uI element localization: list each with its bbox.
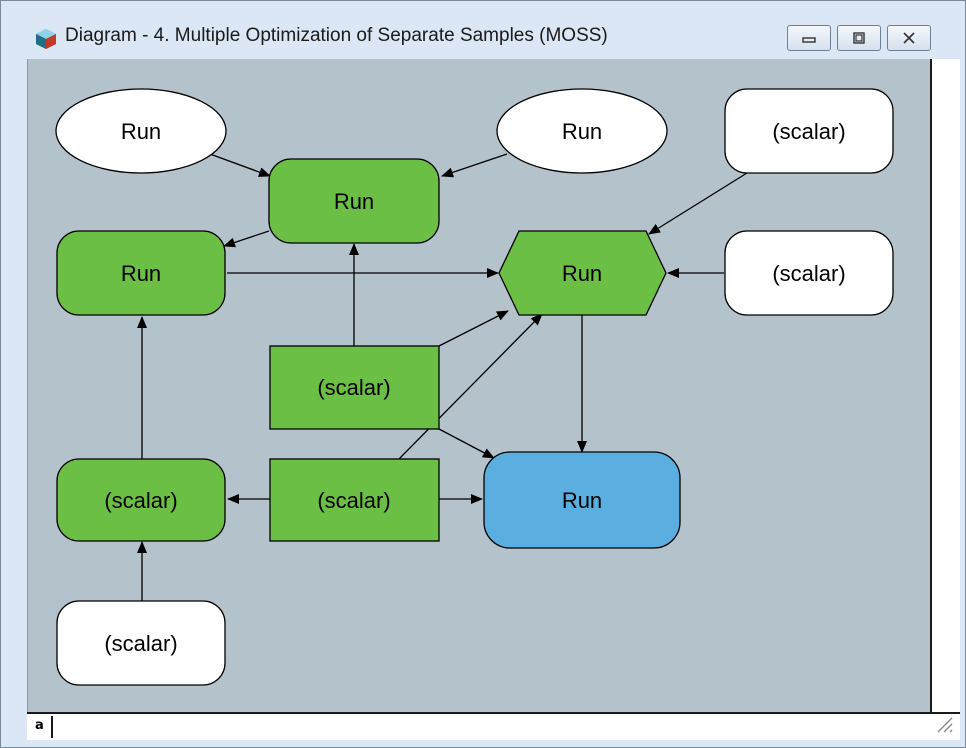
node-run-ellipse-left[interactable]: Run — [55, 88, 227, 174]
status-separator — [51, 716, 53, 738]
window-title: Diagram - 4. Multiple Optimization of Se… — [65, 25, 608, 46]
node-scalar-right[interactable]: (scalar) — [724, 230, 894, 316]
edge-ellipse-left-to-run-top — [209, 153, 271, 177]
node-label: (scalar) — [104, 631, 177, 656]
app-icon — [36, 29, 56, 49]
node-scalar-green-left[interactable]: (scalar) — [56, 458, 226, 542]
node-run-green-top[interactable]: Run — [268, 158, 440, 244]
node-run-green-left[interactable]: Run — [56, 230, 226, 316]
edge-center-to-blue — [438, 428, 495, 459]
node-label: Run — [562, 261, 602, 286]
edge-scalar-topright-to-hexagon — [648, 172, 748, 235]
title-bar[interactable]: Diagram - 4. Multiple Optimization of Se… — [1, 1, 965, 51]
edges — [137, 153, 748, 601]
node-label: Run — [121, 261, 161, 286]
maximize-button[interactable] — [837, 25, 881, 51]
node-scalar-rect-center[interactable]: (scalar) — [269, 345, 440, 430]
node-run-hexagon[interactable]: Run — [498, 230, 667, 316]
node-scalar-bottom-left[interactable]: (scalar) — [56, 600, 226, 686]
node-label: (scalar) — [772, 119, 845, 144]
node-run-ellipse-right[interactable]: Run — [496, 88, 668, 174]
resize-grip-icon[interactable] — [932, 712, 954, 734]
status-bar: a — [27, 712, 960, 740]
diagram-canvas[interactable]: Run Run (scalar) Run Run Run — [27, 59, 931, 712]
node-label: Run — [562, 488, 602, 513]
close-button[interactable] — [887, 25, 931, 51]
node-label: Run — [121, 119, 161, 144]
edge-lower-to-hexagon — [397, 313, 543, 461]
node-label: (scalar) — [772, 261, 845, 286]
node-run-blue[interactable]: Run — [483, 451, 681, 549]
close-icon — [903, 32, 915, 44]
minimize-button[interactable] — [787, 25, 831, 51]
node-label: Run — [334, 189, 374, 214]
node-scalar-top-right[interactable]: (scalar) — [724, 88, 894, 174]
diagram-svg: Run Run (scalar) Run Run Run — [55, 88, 894, 686]
edge-run-top-to-run-left — [223, 230, 270, 248]
node-label: Run — [562, 119, 602, 144]
node-label: (scalar) — [104, 488, 177, 513]
vertical-scrollbar[interactable] — [932, 59, 960, 714]
edge-ellipse-right-to-run-top — [441, 153, 508, 178]
minimize-icon — [802, 37, 816, 43]
node-label: (scalar) — [317, 375, 390, 400]
edge-center-to-hexagon — [438, 310, 509, 347]
vertical-scrollbar-edge — [930, 59, 932, 714]
maximize-icon — [853, 32, 865, 44]
node-label: (scalar) — [317, 488, 390, 513]
status-field: a — [35, 718, 44, 733]
node-scalar-rect-lower[interactable]: (scalar) — [269, 458, 440, 542]
